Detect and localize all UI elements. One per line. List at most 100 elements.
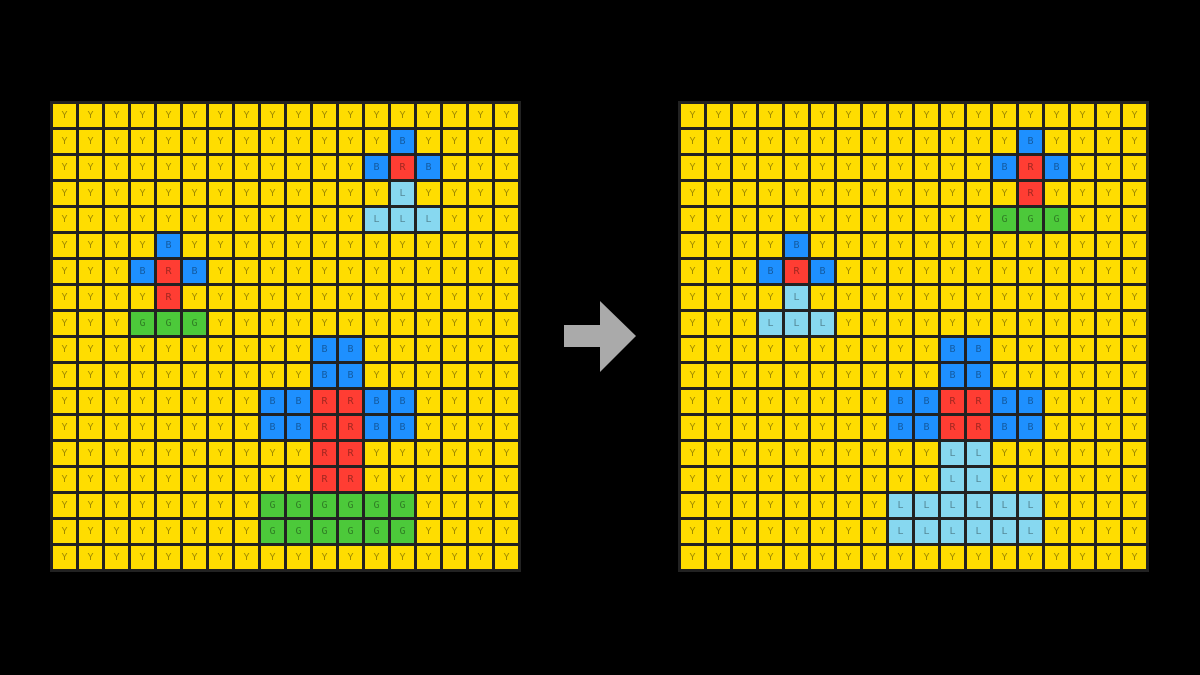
input-grid-cell-r14-c7: Y [235,468,258,491]
input-grid-cell-r4-c1: Y [79,208,102,231]
output-grid-cell-r13-c2: Y [733,442,756,465]
input-grid-cell-r12-c0: Y [53,416,76,439]
output-grid-cell-r7-c15: Y [1071,286,1094,309]
input-grid-cell-r3-c16: Y [469,182,492,205]
output-grid-cell-r10-c4: Y [785,364,808,387]
output-grid-cell-r4-c0: Y [681,208,704,231]
output-grid-cell-r9-c0: Y [681,338,704,361]
input-grid-cell-r15-c4: Y [157,494,180,517]
input-grid-cell-r2-c11: Y [339,156,362,179]
output-grid-cell-r7-c3: Y [759,286,782,309]
input-grid-cell-r7-c17: Y [495,286,518,309]
output-grid-cell-r3-c16: Y [1097,182,1120,205]
output-grid-cell-r0-c1: Y [707,104,730,127]
input-grid-cell-r10-c8: Y [261,364,284,387]
input-grid-cell-r16-c9: G [287,520,310,543]
output-grid-cell-r2-c15: Y [1071,156,1094,179]
output-grid-cell-r4-c11: Y [967,208,990,231]
input-grid-cell-r5-c16: Y [469,234,492,257]
input-grid-cell-r11-c6: Y [209,390,232,413]
output-grid-cell-r11-c2: Y [733,390,756,413]
input-grid-cell-r3-c14: Y [417,182,440,205]
input-grid-cell-r9-c3: Y [131,338,154,361]
output-grid-cell-r2-c14: B [1045,156,1068,179]
input-grid-cell-r11-c9: B [287,390,310,413]
input-grid-cell-r17-c0: Y [53,546,76,569]
input-grid-cell-r11-c12: B [365,390,388,413]
output-grid-cell-r8-c4: L [785,312,808,335]
input-grid-cell-r10-c13: Y [391,364,414,387]
output-grid-cell-r12-c9: B [915,416,938,439]
output-grid-cell-r16-c15: Y [1071,520,1094,543]
input-grid-cell-r12-c1: Y [79,416,102,439]
input-grid-cell-r1-c16: Y [469,130,492,153]
input-grid-cell-r12-c2: Y [105,416,128,439]
input-grid-cell-r12-c13: B [391,416,414,439]
input-grid-cell-r4-c2: Y [105,208,128,231]
output-grid-cell-r17-c12: Y [993,546,1016,569]
input-grid-cell-r5-c17: Y [495,234,518,257]
output-grid-cell-r12-c10: R [941,416,964,439]
output-grid-cell-r9-c11: B [967,338,990,361]
output-grid-cell-r16-c12: L [993,520,1016,543]
input-grid-cell-r5-c1: Y [79,234,102,257]
output-grid-cell-r0-c13: Y [1019,104,1042,127]
input-grid-cell-r4-c0: Y [53,208,76,231]
output-grid-cell-r3-c7: Y [863,182,886,205]
input-grid-cell-r6-c5: B [183,260,206,283]
input-grid-cell-r6-c12: Y [365,260,388,283]
output-grid-cell-r17-c8: Y [889,546,912,569]
input-grid-cell-r10-c0: Y [53,364,76,387]
output-grid-cell-r6-c8: Y [889,260,912,283]
output-grid-cell-r2-c2: Y [733,156,756,179]
input-grid-cell-r5-c6: Y [209,234,232,257]
output-grid-cell-r5-c4: B [785,234,808,257]
output-grid-cell-r6-c5: B [811,260,834,283]
input-grid-cell-r13-c3: Y [131,442,154,465]
input-grid-cell-r14-c6: Y [209,468,232,491]
output-grid-cell-r15-c3: Y [759,494,782,517]
output-grid-cell-r8-c6: Y [837,312,860,335]
output-grid-cell-r13-c11: L [967,442,990,465]
output-grid-cell-r7-c17: Y [1123,286,1146,309]
input-grid-cell-r7-c13: Y [391,286,414,309]
output-grid-cell-r0-c0: Y [681,104,704,127]
output-grid-cell-r13-c6: Y [837,442,860,465]
output-grid-cell-r5-c5: Y [811,234,834,257]
input-grid-cell-r0-c4: Y [157,104,180,127]
input-grid-cell-r2-c3: Y [131,156,154,179]
input-grid-cell-r10-c15: Y [443,364,466,387]
input-grid-cell-r3-c0: Y [53,182,76,205]
output-grid-cell-r11-c14: Y [1045,390,1068,413]
output-grid-cell-r12-c14: Y [1045,416,1068,439]
output-grid-cell-r1-c4: Y [785,130,808,153]
input-grid-cell-r17-c5: Y [183,546,206,569]
input-grid-cell-r11-c17: Y [495,390,518,413]
input-grid-cell-r6-c8: Y [261,260,284,283]
input-grid-cell-r2-c13: R [391,156,414,179]
input-grid-cell-r13-c12: Y [365,442,388,465]
input-grid-cell-r0-c3: Y [131,104,154,127]
input-grid-cell-r8-c8: Y [261,312,284,335]
input-grid-cell-r8-c1: Y [79,312,102,335]
input-grid-cell-r9-c10: B [313,338,336,361]
output-grid-cell-r16-c7: Y [863,520,886,543]
input-grid-cell-r7-c10: Y [313,286,336,309]
input-grid-cell-r8-c13: Y [391,312,414,335]
input-grid-cell-r1-c3: Y [131,130,154,153]
output-grid-cell-r0-c14: Y [1045,104,1068,127]
input-grid-cell-r16-c10: G [313,520,336,543]
input-grid-cell-r17-c16: Y [469,546,492,569]
input-grid-cell-r14-c15: Y [443,468,466,491]
output-grid-cell-r17-c15: Y [1071,546,1094,569]
output-grid-cell-r17-c1: Y [707,546,730,569]
input-grid-cell-r8-c4: G [157,312,180,335]
input-grid-cell-r11-c1: Y [79,390,102,413]
input-grid-cell-r11-c5: Y [183,390,206,413]
input-grid-cell-r2-c5: Y [183,156,206,179]
input-grid-cell-r12-c9: B [287,416,310,439]
output-grid-cell-r16-c9: L [915,520,938,543]
input-grid-cell-r16-c15: Y [443,520,466,543]
input-grid-cell-r8-c15: Y [443,312,466,335]
input-grid-cell-r6-c4: R [157,260,180,283]
